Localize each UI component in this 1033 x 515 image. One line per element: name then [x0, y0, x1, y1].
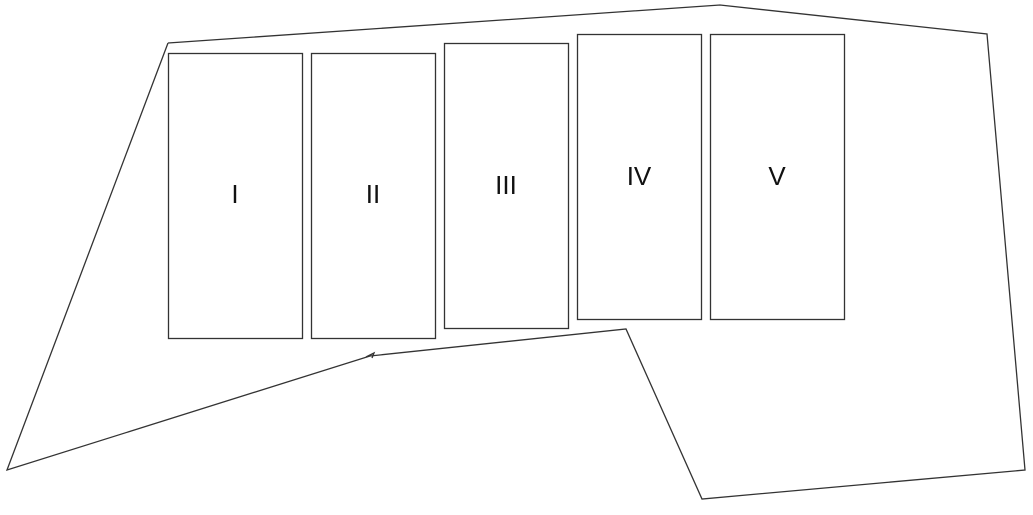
- panel-2-label: II: [366, 179, 380, 209]
- panel-1-rect: [167, 52, 304, 340]
- panel-3-label: III: [495, 170, 517, 200]
- panel-5: V: [709, 33, 846, 321]
- panel-1-label: I: [231, 179, 238, 209]
- panel-4-label: IV: [627, 161, 652, 191]
- panel-2: II: [310, 52, 437, 340]
- panel-3-rect: [443, 42, 570, 330]
- panel-5-rect: [709, 33, 846, 321]
- panel-2-rect: [310, 52, 437, 340]
- panel-4: IV: [576, 33, 703, 321]
- boundary-arrowhead: [365, 351, 376, 359]
- panel-1: I: [167, 52, 304, 340]
- boundary-outline: [5, 4, 1026, 500]
- panel-5-label: V: [768, 161, 786, 191]
- panel-3: III: [443, 42, 570, 330]
- panel-4-rect: [576, 33, 703, 321]
